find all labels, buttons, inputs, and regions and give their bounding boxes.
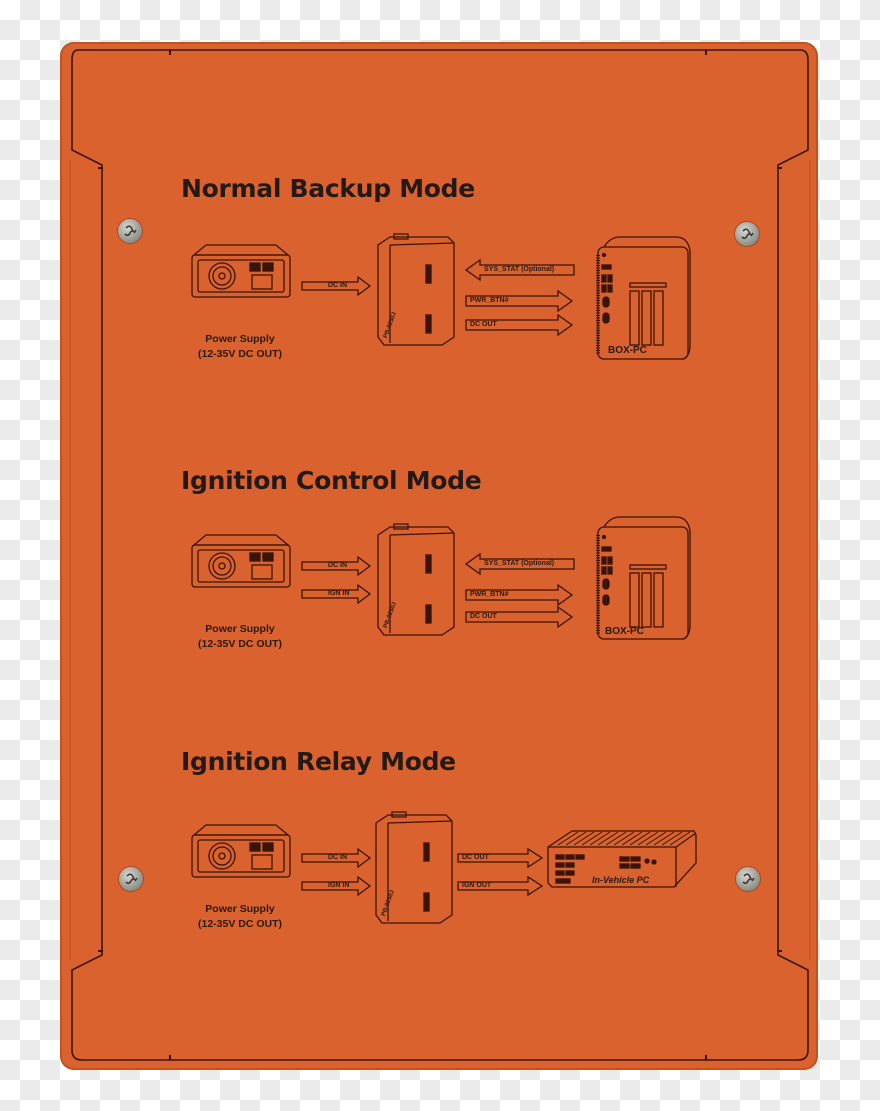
arrow-label-dc-out: DC OUT [462, 854, 489, 861]
arrow-label-pwr-btn: PWR_BTN# [470, 297, 509, 304]
arrow-label-dc-in: DC IN [328, 282, 348, 289]
arrow-label-dc-in: DC IN [328, 562, 348, 569]
power-supply-label-line1: Power Supply [205, 333, 275, 345]
diagram-normal-backup: Power Supply (12-35V DC OUT) DC IN PB-92… [180, 225, 720, 375]
in-vehicle-pc-icon [547, 830, 697, 888]
box-pc-icon [596, 516, 691, 640]
power-supply-label-line1: Power Supply [205, 623, 275, 635]
power-supply-label-line1: Power Supply [205, 903, 275, 915]
power-supply-label: Power Supply (12-35V DC OUT) [180, 622, 300, 652]
power-supply-icon [191, 534, 291, 588]
power-supply-label-line2: (12-35V DC OUT) [197, 918, 282, 930]
arrow-label-ign-in: IGN IN [328, 590, 350, 597]
screw-icon-top-left [118, 219, 142, 243]
arrow-label-sys-stat: SYS_STAT (Optional) [484, 560, 555, 567]
diagram-drawing [191, 811, 697, 924]
box-pc-label: BOX-PC [608, 345, 647, 356]
pb-module-icon [377, 233, 455, 346]
device-panel [60, 42, 818, 1070]
screw-icon-bottom-left [119, 867, 143, 891]
pb-module-icon [377, 523, 455, 636]
power-supply-label: Power Supply (12-35V DC OUT) [180, 902, 300, 932]
arrow-label-dc-in: DC IN [328, 854, 348, 861]
mode-title-normal-backup: Normal Backup Mode [181, 174, 475, 203]
power-supply-label-line2: (12-35V DC OUT) [197, 348, 282, 360]
diagram-drawing [191, 233, 691, 360]
arrow-label-dc-out: DC OUT [470, 321, 497, 328]
diagram-ignition-control: Power Supply (12-35V DC OUT) DC IN IGN I… [180, 515, 720, 665]
pb-module-icon [375, 811, 453, 924]
arrow-label-ign-in: IGN IN [328, 882, 350, 889]
arrow-label-dc-out: DC OUT [470, 613, 497, 620]
screw-icon-top-right [735, 222, 759, 246]
arrow-label-ign-out: IGN OUT [462, 882, 492, 889]
diagram-drawing [191, 516, 691, 640]
arrow-label-pwr-btn: PWR_BTN# [470, 591, 509, 598]
power-supply-label: Power Supply (12-35V DC OUT) [180, 332, 300, 362]
box-pc-label: BOX-PC [605, 626, 644, 637]
in-vehicle-pc-label: In-Vehicle PC [592, 875, 650, 885]
box-pc-icon [596, 236, 691, 360]
mode-title-ignition-relay: Ignition Relay Mode [181, 747, 456, 776]
power-supply-icon [191, 824, 291, 878]
mode-title-ignition-control: Ignition Control Mode [181, 466, 482, 495]
power-supply-label-line2: (12-35V DC OUT) [197, 638, 282, 650]
arrow-label-sys-stat: SYS_STAT (Optional) [484, 266, 555, 273]
diagram-ignition-relay: Power Supply (12-35V DC OUT) DC IN IGN I… [180, 805, 720, 955]
screw-icon-bottom-right [736, 867, 760, 891]
power-supply-icon [191, 244, 291, 298]
